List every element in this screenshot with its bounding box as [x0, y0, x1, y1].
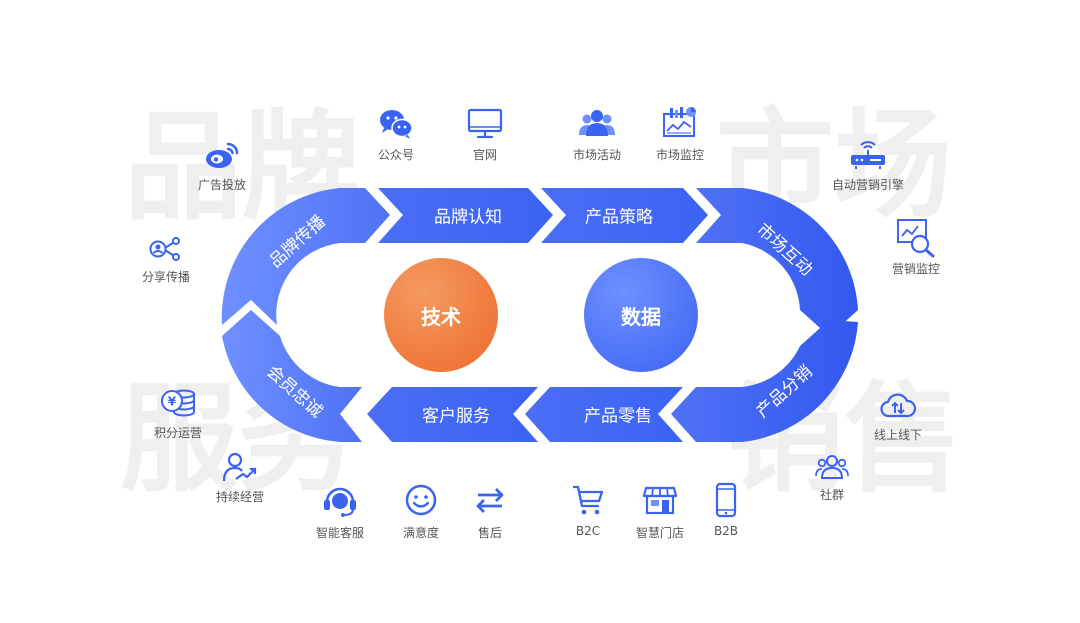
- item-satisfaction: 满意度: [403, 482, 439, 541]
- item-smart-store: 智慧门店: [636, 482, 684, 541]
- item-label: 持续经营: [215, 490, 265, 504]
- item-label: 智能客服: [315, 526, 365, 540]
- segment-shape-brand-awareness: [378, 188, 553, 243]
- segment-shape-brand-spread: [221, 188, 390, 325]
- segment-brand-awareness: 品牌认知: [434, 207, 502, 228]
- share-user-icon: [149, 237, 180, 261]
- item-label: 营销监控: [891, 262, 941, 276]
- item-label: 市场活动: [572, 148, 622, 162]
- item-continuous-ops: 持续经营: [216, 452, 264, 505]
- headset-icon: [323, 487, 356, 517]
- item-label: 满意度: [402, 526, 440, 540]
- segment-shape-market-interaction: [696, 188, 858, 336]
- item-smart-service: 智能客服: [316, 482, 364, 541]
- segment-shape-product-strategy: [541, 188, 708, 243]
- store-icon: [642, 486, 678, 515]
- item-community: 社群: [815, 452, 849, 503]
- item-label: 官网: [472, 148, 497, 162]
- item-label: 自动营销引擎: [831, 178, 905, 192]
- community-icon: [815, 455, 849, 479]
- item-b2b: B2B: [711, 482, 741, 538]
- group-icon: [578, 110, 615, 136]
- item-label: 分享传播: [141, 270, 191, 284]
- phone-icon: [715, 482, 737, 518]
- router-icon: [850, 141, 885, 169]
- monitor-icon: [467, 108, 503, 139]
- item-label: B2B: [713, 524, 739, 538]
- item-b2c: B2C: [570, 482, 606, 538]
- item-label: 社群: [819, 488, 844, 502]
- analytics-magnifier-icon: [896, 219, 935, 258]
- exchange-arrows-icon: [476, 488, 504, 513]
- user-growth-icon: [222, 452, 257, 482]
- item-label: 市场监控: [655, 148, 705, 162]
- item-label: 积分运营: [153, 426, 203, 440]
- svg-text:¥: ¥: [168, 395, 177, 409]
- segment-customer-service: 客户服务: [422, 406, 490, 427]
- item-share-spread: 分享传播: [142, 236, 190, 285]
- item-points-ops: ¥ 积分运营: [154, 384, 202, 441]
- data-circle: 数据: [584, 258, 698, 372]
- item-ad-placement: 广告投放: [198, 140, 246, 193]
- weibo-icon: [205, 142, 239, 168]
- item-label: 线上线下: [873, 428, 923, 442]
- item-website: 官网: [467, 108, 503, 163]
- item-label: 广告投放: [197, 178, 247, 192]
- cart-icon: [573, 485, 604, 515]
- cloud-transfer-icon: [880, 393, 916, 418]
- segment-shape-product-distribution: [671, 320, 858, 442]
- segment-product-strategy: 产品策略: [585, 207, 653, 228]
- dashboard-chart-icon: [662, 107, 696, 137]
- item-marketing-monitor: 营销监控: [892, 218, 940, 277]
- item-online-offline: 线上线下: [874, 392, 922, 443]
- segment-shape-member-loyalty: [222, 310, 362, 442]
- wechat-icon: [379, 110, 413, 139]
- item-label: 智慧门店: [635, 526, 685, 540]
- smiley-icon: [405, 484, 437, 516]
- item-market-monitor: 市场监控: [656, 106, 704, 163]
- item-label: 售后: [477, 526, 502, 540]
- item-market-activity: 市场活动: [573, 108, 621, 163]
- item-label: B2C: [575, 524, 601, 538]
- tech-circle: 技术: [384, 258, 498, 372]
- segment-product-retail: 产品零售: [584, 406, 652, 427]
- item-label: 公众号: [377, 148, 415, 162]
- item-after-sales: 售后: [472, 482, 508, 541]
- coins-icon: ¥: [160, 389, 195, 417]
- item-official-account: 公众号: [378, 108, 414, 163]
- segment-shape-customer-service: [367, 387, 538, 442]
- item-marketing-engine: 自动营销引擎: [832, 138, 904, 193]
- segment-shape-product-retail: [525, 387, 683, 442]
